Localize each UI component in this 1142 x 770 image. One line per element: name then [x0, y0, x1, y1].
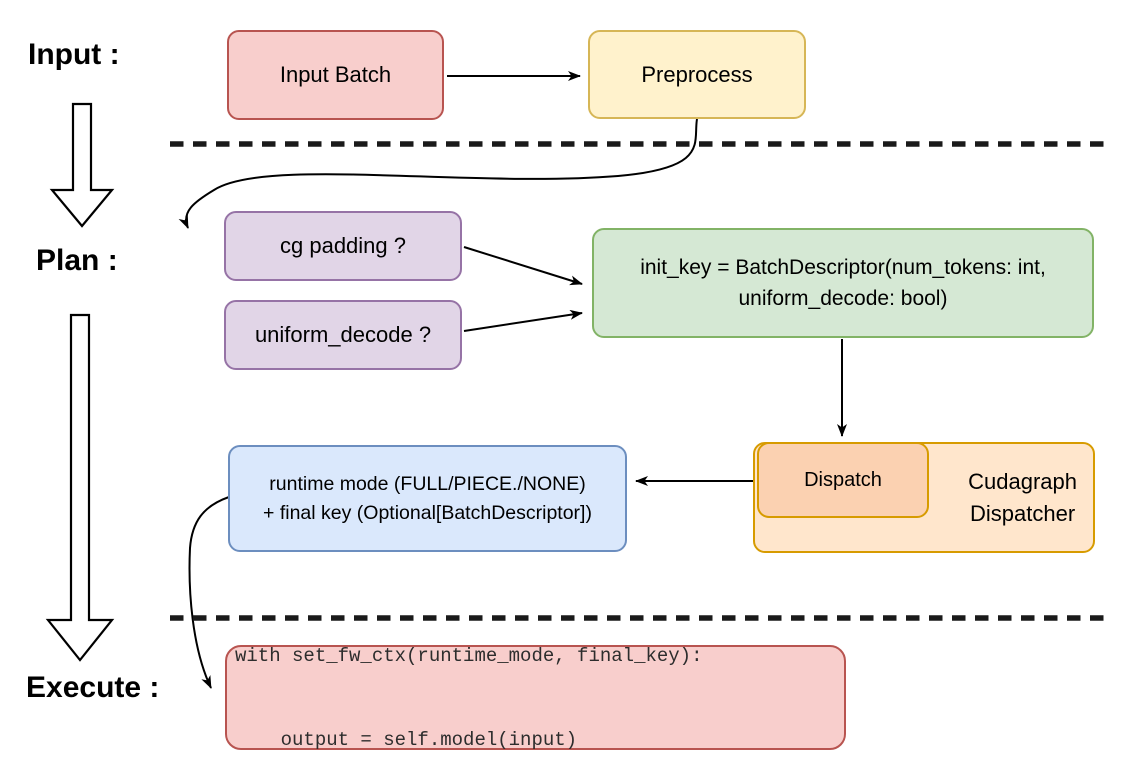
node-cg-padding-label: cg padding ? [280, 233, 406, 259]
node-cudagraph-dispatcher-line2: Dispatcher [969, 500, 1076, 526]
node-init-key: init_key = BatchDescriptor(num_tokens: i… [592, 228, 1094, 338]
node-init-key-line2: uniform_decode: bool) [738, 287, 948, 310]
node-input-batch-label: Input Batch [279, 62, 392, 88]
node-runtime-mode-label: runtime mode (FULL/PIECE./NONE) + final … [263, 470, 592, 528]
node-preprocess: Preprocess [588, 30, 806, 119]
node-runtime-mode: runtime mode (FULL/PIECE./NONE) + final … [228, 445, 627, 552]
arrow-uniform-decode-to-init-key [463, 309, 583, 332]
node-dispatch: Dispatch [757, 442, 929, 518]
node-cudagraph-dispatcher-line1: Cudagraph [968, 468, 1077, 494]
node-uniform-decode: uniform_decode ? [224, 300, 462, 370]
node-execute-code-line1: with set_fw_ctx(runtime_mode, final_key)… [235, 644, 703, 667]
node-execute-code-label: with set_fw_ctx(runtime_mode, final_key)… [235, 586, 702, 770]
node-cg-padding: cg padding ? [224, 211, 462, 281]
node-execute-code-line2: output = self.model(input) [235, 728, 578, 751]
arrow-runtime-mode-to-execute-code [188, 496, 230, 689]
node-preprocess-label: Preprocess [641, 61, 753, 87]
section-label-input: Input : [28, 38, 120, 71]
node-cudagraph-dispatcher-label: Cudagraph Dispatcher [968, 466, 1077, 530]
section-label-plan: Plan : [36, 244, 118, 277]
arrow-cg-padding-to-init-key [463, 246, 583, 286]
phase-arrow-plan-to-execute [45, 313, 115, 662]
node-uniform-decode-label: uniform_decode ? [254, 322, 432, 348]
section-label-execute: Execute : [26, 671, 160, 704]
node-init-key-line1: init_key = BatchDescriptor(num_tokens: i… [640, 256, 1046, 279]
node-runtime-mode-line1: runtime mode (FULL/PIECE./NONE) [269, 472, 586, 495]
node-init-key-label: init_key = BatchDescriptor(num_tokens: i… [640, 252, 1046, 314]
node-dispatch-label: Dispatch [804, 468, 882, 491]
phase-arrow-input-to-plan [49, 102, 115, 228]
node-input-batch: Input Batch [227, 30, 444, 120]
node-execute-code: with set_fw_ctx(runtime_mode, final_key)… [225, 645, 846, 751]
node-runtime-mode-line2: + final key (Optional[BatchDescriptor]) [263, 501, 592, 524]
